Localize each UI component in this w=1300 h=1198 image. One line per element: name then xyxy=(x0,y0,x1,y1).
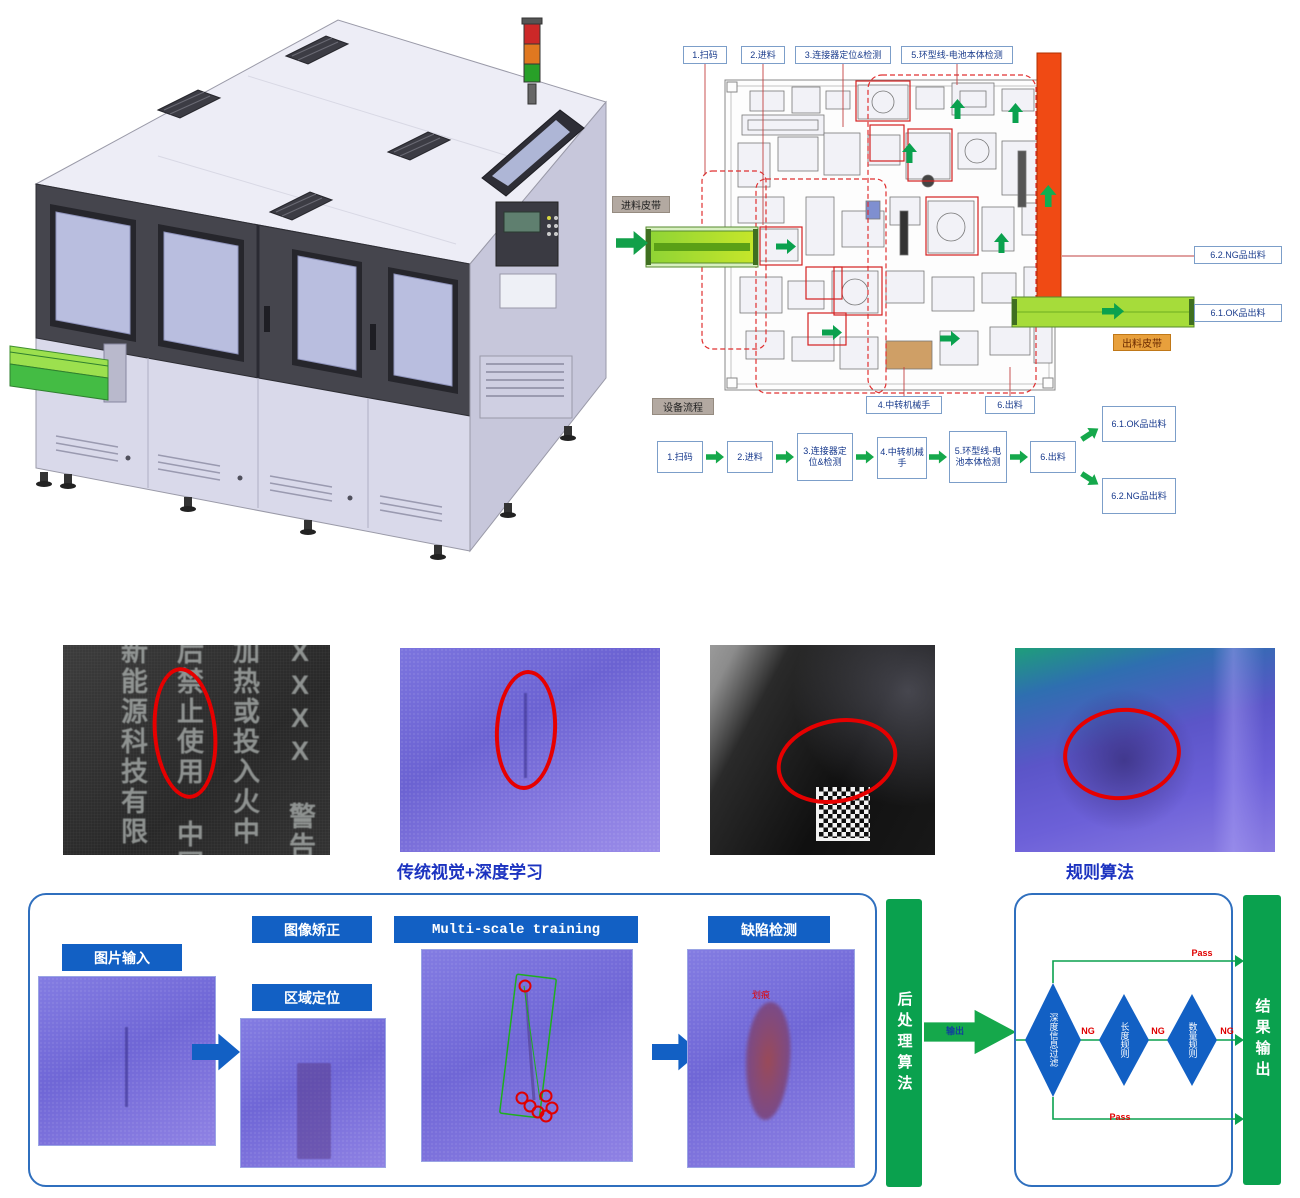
flow-step-connector: 3.连接器定位&检测 xyxy=(797,433,853,481)
callout-connector: 3.连接器定位&检测 xyxy=(795,46,891,64)
machine-feet xyxy=(36,426,576,560)
defect-tag: 划痕 xyxy=(752,990,771,1000)
defect-circle-icon xyxy=(1058,702,1186,806)
caption-rule-algorithm: 规则算法 xyxy=(1066,863,1134,882)
flow-step-feed: 2.进料 xyxy=(727,441,773,473)
pipeline-training-image xyxy=(421,949,633,1162)
conveyor-stub xyxy=(9,343,127,403)
ng-label: NG xyxy=(1151,1026,1165,1036)
defect-circle-icon xyxy=(147,664,223,802)
equipment-layout-drawing xyxy=(616,52,1195,396)
flow-title: 设备流程 xyxy=(652,398,714,415)
postprocess-bar: 后处理算法 xyxy=(886,899,922,1187)
callout-ok-out: 6.1.OK品出料 xyxy=(1194,304,1282,322)
leader-lines xyxy=(704,64,1194,396)
callout-robot: 4.中转机械手 xyxy=(866,396,942,414)
print-text-column: 新能源科技有限 xyxy=(117,645,147,847)
sample-dent-defect xyxy=(710,645,935,855)
outfeed-belt-label: 出料皮带 xyxy=(1113,334,1171,351)
infeed-conveyor xyxy=(645,226,759,268)
callout-scan: 1.扫码 xyxy=(683,46,727,64)
training-annotations xyxy=(499,973,559,1123)
ng-label: NG xyxy=(1220,1026,1234,1036)
defect-circle-icon xyxy=(768,707,906,815)
callout-feed: 2.进料 xyxy=(741,46,785,64)
output-arrow-label: 输出 xyxy=(946,1026,965,1036)
pipeline-input-image xyxy=(38,976,216,1146)
pipeline-region-image xyxy=(240,1018,386,1168)
scratch-mark xyxy=(524,693,527,778)
pipeline-output-arrow xyxy=(924,1009,1016,1055)
machine-right-face xyxy=(469,100,607,553)
signal-tower xyxy=(521,17,543,105)
flow-step-ring-test: 5.环型线-电池本体检测 xyxy=(949,431,1007,483)
pipeline-input-label: 图片输入 xyxy=(62,944,182,971)
defect-heat-blob xyxy=(742,1000,794,1122)
sample-print-defect: XXXX 警告:请 加热或投入火中 后禁止使用 中国 新能源科技有限 xyxy=(63,645,330,855)
pipeline-training-label: Multi-scale training xyxy=(394,916,638,943)
result-output-bar: 结果输出 xyxy=(1243,895,1281,1185)
print-text-column: XXXX 警告:请 xyxy=(285,645,315,855)
flow-step-robot: 4.中转机械手 xyxy=(877,437,927,479)
sample-scratch-defect xyxy=(400,648,660,852)
flow-step-discharge: 6.出料 xyxy=(1030,441,1076,473)
pipeline-detection-label: 缺陷检测 xyxy=(708,916,830,943)
print-text-column: 后禁止使用 中国 xyxy=(173,645,203,855)
ng-lift-bar xyxy=(1036,52,1062,304)
flow-output-ok: 6.1.OK品出料 xyxy=(1102,406,1176,442)
callout-discharge: 6.出料 xyxy=(985,396,1035,414)
ng-label: NG xyxy=(1081,1026,1095,1036)
pass-label: Pass xyxy=(1109,1112,1131,1122)
datamatrix-code xyxy=(816,787,870,841)
pipeline-correction-label: 图像矫正 xyxy=(252,916,372,943)
caption-deep-learning: 传统视觉+深度学习 xyxy=(397,863,543,882)
callout-ring-test: 5.环型线-电池本体检测 xyxy=(901,46,1013,64)
infeed-belt-label: 进料皮带 xyxy=(612,196,670,213)
sample-depth-defect xyxy=(1015,648,1275,852)
pipeline-detection-image: 划痕 xyxy=(687,949,855,1168)
pass-label: Pass xyxy=(1191,948,1213,958)
flow-step-scan: 1.扫码 xyxy=(657,441,703,473)
flow-output-ng: 6.2.NG品出料 xyxy=(1102,478,1176,514)
scratch-mark xyxy=(125,1027,128,1107)
pipeline-region-label: 区域定位 xyxy=(252,984,372,1011)
machine-3d-illustration xyxy=(9,17,607,560)
print-text-column: 加热或投入火中 xyxy=(229,645,259,847)
located-region xyxy=(297,1063,331,1159)
defect-circle-icon xyxy=(491,668,561,792)
callout-ng-out: 6.2.NG品出料 xyxy=(1194,246,1282,264)
